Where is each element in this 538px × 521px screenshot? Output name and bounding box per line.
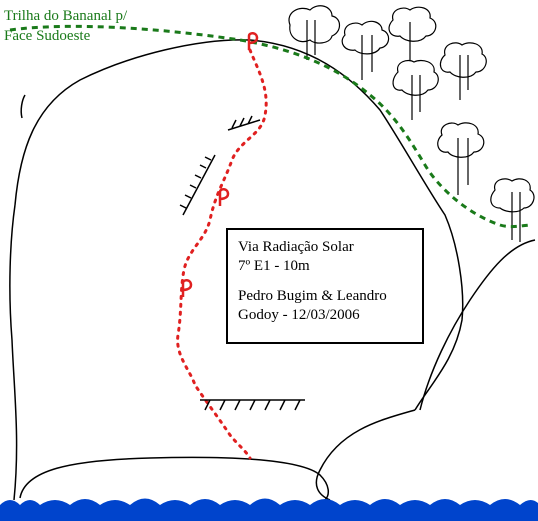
rock-outline bbox=[14, 39, 464, 411]
rock-notch bbox=[20, 94, 26, 119]
trail-label-line1: Trilha do Bananal p/ bbox=[4, 8, 128, 24]
tree-icon bbox=[392, 59, 439, 120]
tree-icon bbox=[439, 42, 487, 100]
trail-label: Trilha do Bananal p/ Face Sudoeste bbox=[4, 6, 127, 46]
protection-marker-icon bbox=[218, 188, 230, 206]
tree-icon bbox=[388, 6, 437, 60]
route-date: Godoy - 12/03/2006 bbox=[238, 307, 360, 323]
route-authors: Pedro Bugim & Leandro bbox=[238, 288, 387, 304]
trail-label-line2: Face Sudoeste bbox=[4, 28, 91, 44]
roof-icon bbox=[227, 115, 261, 131]
ledge-right bbox=[419, 239, 536, 411]
protection-marker-icon bbox=[181, 279, 193, 297]
base-boulder bbox=[19, 456, 330, 501]
tree-icon bbox=[341, 20, 390, 80]
tree-icon bbox=[288, 5, 341, 60]
roof-icon bbox=[179, 154, 216, 216]
route-name: Via Radiação Solar bbox=[238, 239, 354, 255]
tree-icon bbox=[490, 178, 535, 242]
ledge-icon bbox=[200, 399, 305, 411]
ridge-right bbox=[315, 409, 416, 501]
tree-group bbox=[288, 5, 535, 242]
tree-icon bbox=[437, 122, 485, 195]
water bbox=[0, 498, 538, 521]
route-line bbox=[176, 48, 268, 460]
protection-markers bbox=[181, 32, 259, 297]
rock-left-edge bbox=[9, 204, 18, 501]
protection-marker-icon bbox=[247, 32, 259, 50]
route-grade: 7º E1 - 10m bbox=[238, 258, 310, 274]
route-info-box: Via Radiação Solar 7º E1 - 10m Pedro Bug… bbox=[226, 228, 424, 344]
roof-marks bbox=[179, 115, 305, 411]
